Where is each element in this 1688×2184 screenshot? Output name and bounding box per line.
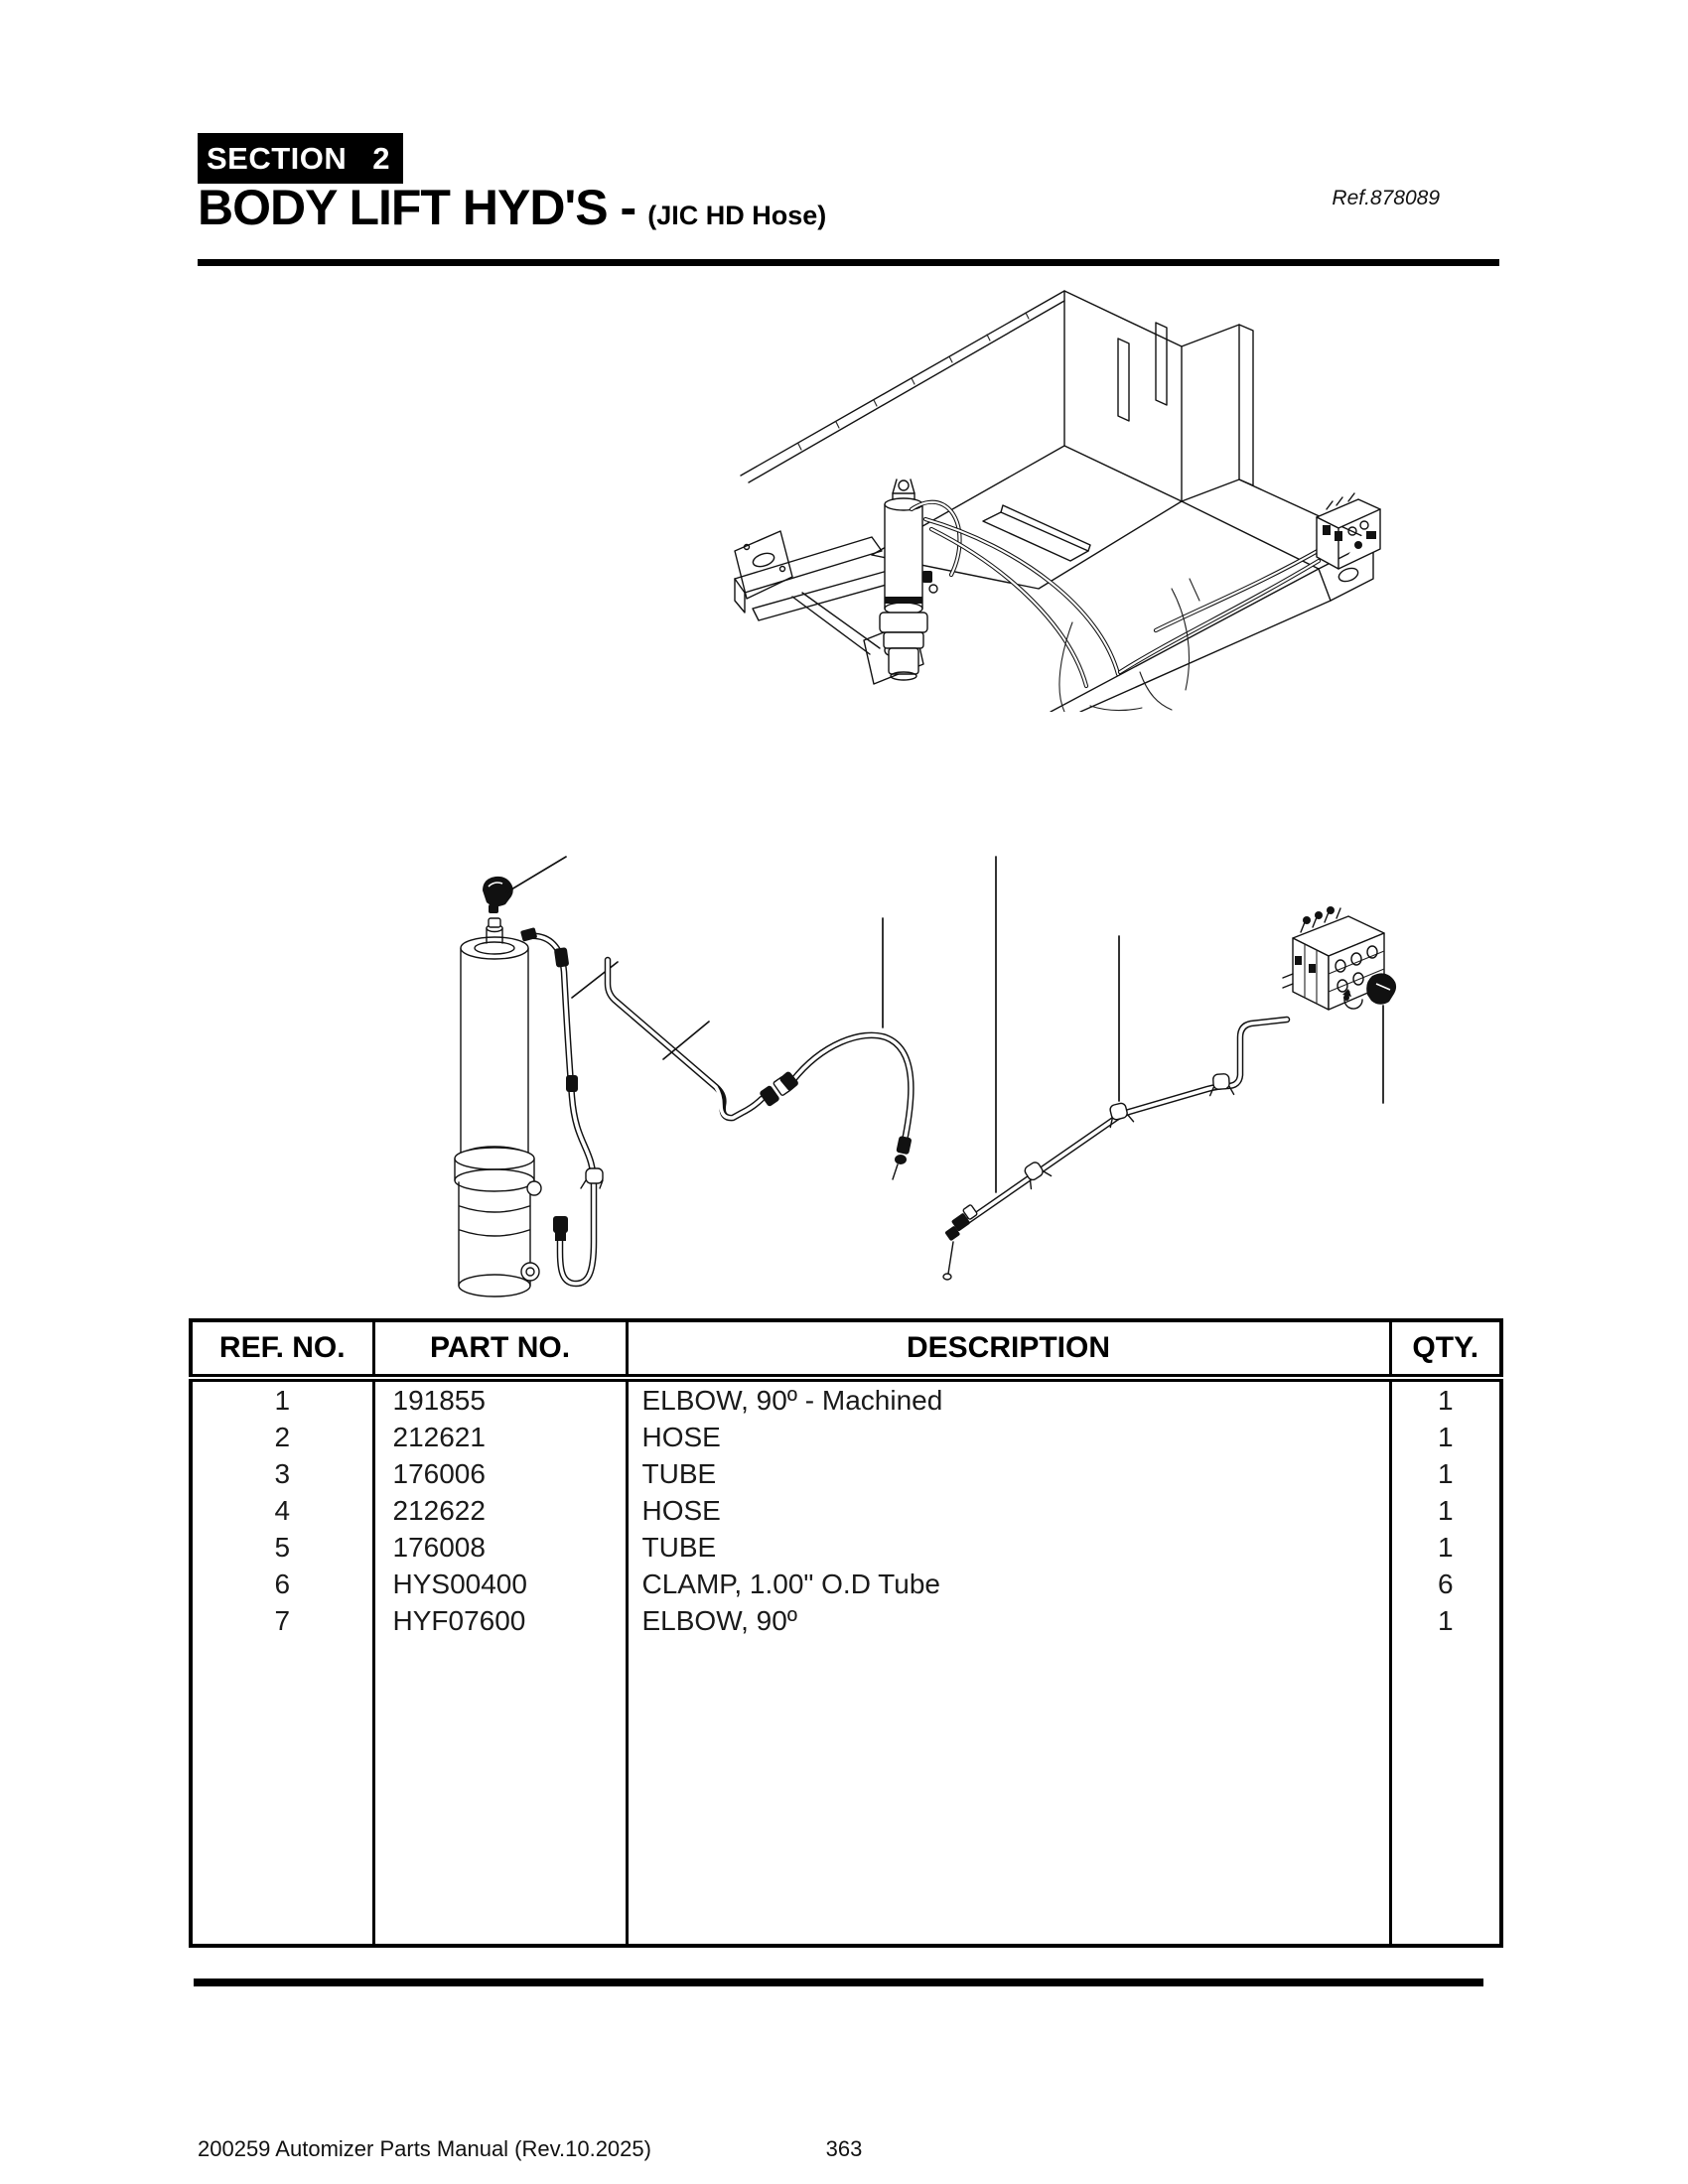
clamp-on-tube-5-c	[1208, 1073, 1235, 1097]
leader-tube-3	[662, 1021, 710, 1060]
column-header-qty: QTY.	[1388, 1320, 1501, 1382]
elbow-fitting-7	[1366, 973, 1397, 1005]
filler-cell	[1388, 1639, 1501, 1946]
section-badge: SECTION 2	[198, 133, 403, 184]
cell-qty: 1	[1388, 1455, 1501, 1492]
title-rule	[198, 259, 1499, 266]
cell-part: 191855	[371, 1378, 627, 1419]
cell-ref: 2	[274, 1421, 291, 1452]
clamp-on-hose-2	[580, 1167, 604, 1189]
column-header-ref-no: REF. NO.	[191, 1320, 373, 1382]
cell-qty: 1	[1388, 1602, 1501, 1639]
cell-desc: ELBOW, 90º	[625, 1602, 1390, 1639]
column-header-description: DESCRIPTION	[625, 1320, 1390, 1382]
cell-qty: 1	[1388, 1492, 1501, 1529]
cell-ref: 1	[274, 1384, 291, 1416]
cell-desc: TUBE	[625, 1529, 1390, 1566]
cell-qty: 1	[1388, 1378, 1501, 1419]
cell-ref: 6	[274, 1568, 291, 1599]
parts-table-header-row: REF. NO. PART NO. DESCRIPTION QTY.	[191, 1320, 1501, 1382]
clamp-on-tube-5-b	[1109, 1102, 1135, 1129]
cell-qty: 1	[1388, 1529, 1501, 1566]
clamp-on-tube-5-a	[1024, 1161, 1053, 1190]
cell-part: 212621	[371, 1419, 627, 1455]
page-title-suffix: (JIC HD Hose)	[647, 201, 827, 230]
cell-part: HYF07600	[371, 1602, 627, 1639]
cell-ref: 7	[274, 1604, 291, 1636]
column-header-part-no: PART NO.	[371, 1320, 627, 1382]
cell-ref: 4	[274, 1494, 291, 1526]
cell-part: 176006	[371, 1455, 627, 1492]
frame-hoses	[909, 499, 1328, 689]
exploded-cylinder	[454, 917, 542, 1297]
lift-cylinder	[879, 478, 938, 681]
parts-table-wrap: REF. NO. PART NO. DESCRIPTION QTY. 1 1918…	[189, 1318, 1503, 1948]
cell-part: 212622	[371, 1492, 627, 1529]
page-title-row: BODY LIFT HYD'S - (JIC HD Hose)	[198, 183, 826, 232]
cell-desc: ELBOW, 90º - Machined	[625, 1378, 1390, 1419]
cell-desc: HOSE	[625, 1419, 1390, 1455]
leader-elbow-1	[505, 856, 567, 893]
hose-4	[779, 1031, 914, 1180]
plumbing-exploded-drawing	[454, 856, 1397, 1297]
tube-5	[942, 1016, 1291, 1281]
figure-frame-isometric	[723, 281, 1388, 712]
page-title: BODY LIFT HYD'S -	[198, 180, 636, 235]
cell-qty: 1	[1388, 1419, 1501, 1455]
cell-ref: 3	[274, 1457, 291, 1489]
filler-cell	[371, 1639, 627, 1946]
frame-valve-bank	[1316, 492, 1381, 570]
reference-number: Ref.878089	[1332, 187, 1440, 209]
elbow-fitting-1	[483, 876, 513, 913]
cell-desc: TUBE	[625, 1455, 1390, 1492]
hose-2	[520, 927, 604, 1288]
body-bulkhead	[1063, 290, 1254, 502]
tube-3	[604, 956, 792, 1122]
footer-manual-info: 200259 Automizer Parts Manual (Rev.10.20…	[198, 2136, 651, 2161]
rotation-arrow	[1342, 989, 1363, 1010]
table-filler-row	[191, 1639, 1501, 1946]
cell-qty: 6	[1388, 1566, 1501, 1602]
cell-desc: CLAMP, 1.00" O.D Tube	[625, 1566, 1390, 1602]
cell-desc: HOSE	[625, 1492, 1390, 1529]
frame-isometric-drawing	[734, 290, 1381, 712]
cell-ref: 5	[274, 1531, 291, 1563]
filler-cell	[625, 1639, 1390, 1946]
parts-table: REF. NO. PART NO. DESCRIPTION QTY. 1 1918…	[189, 1318, 1503, 1948]
figure-plumbing-exploded	[427, 849, 1529, 1325]
footer-page-number: 363	[825, 2136, 863, 2161]
filler-cell	[191, 1639, 373, 1946]
cell-part: HYS00400	[371, 1566, 627, 1602]
section-label: SECTION	[207, 140, 348, 176]
cell-part: 176008	[371, 1529, 627, 1566]
underbody-outline	[1058, 578, 1200, 712]
footer-rule	[194, 1979, 1483, 1986]
section-number: 2	[372, 140, 390, 176]
